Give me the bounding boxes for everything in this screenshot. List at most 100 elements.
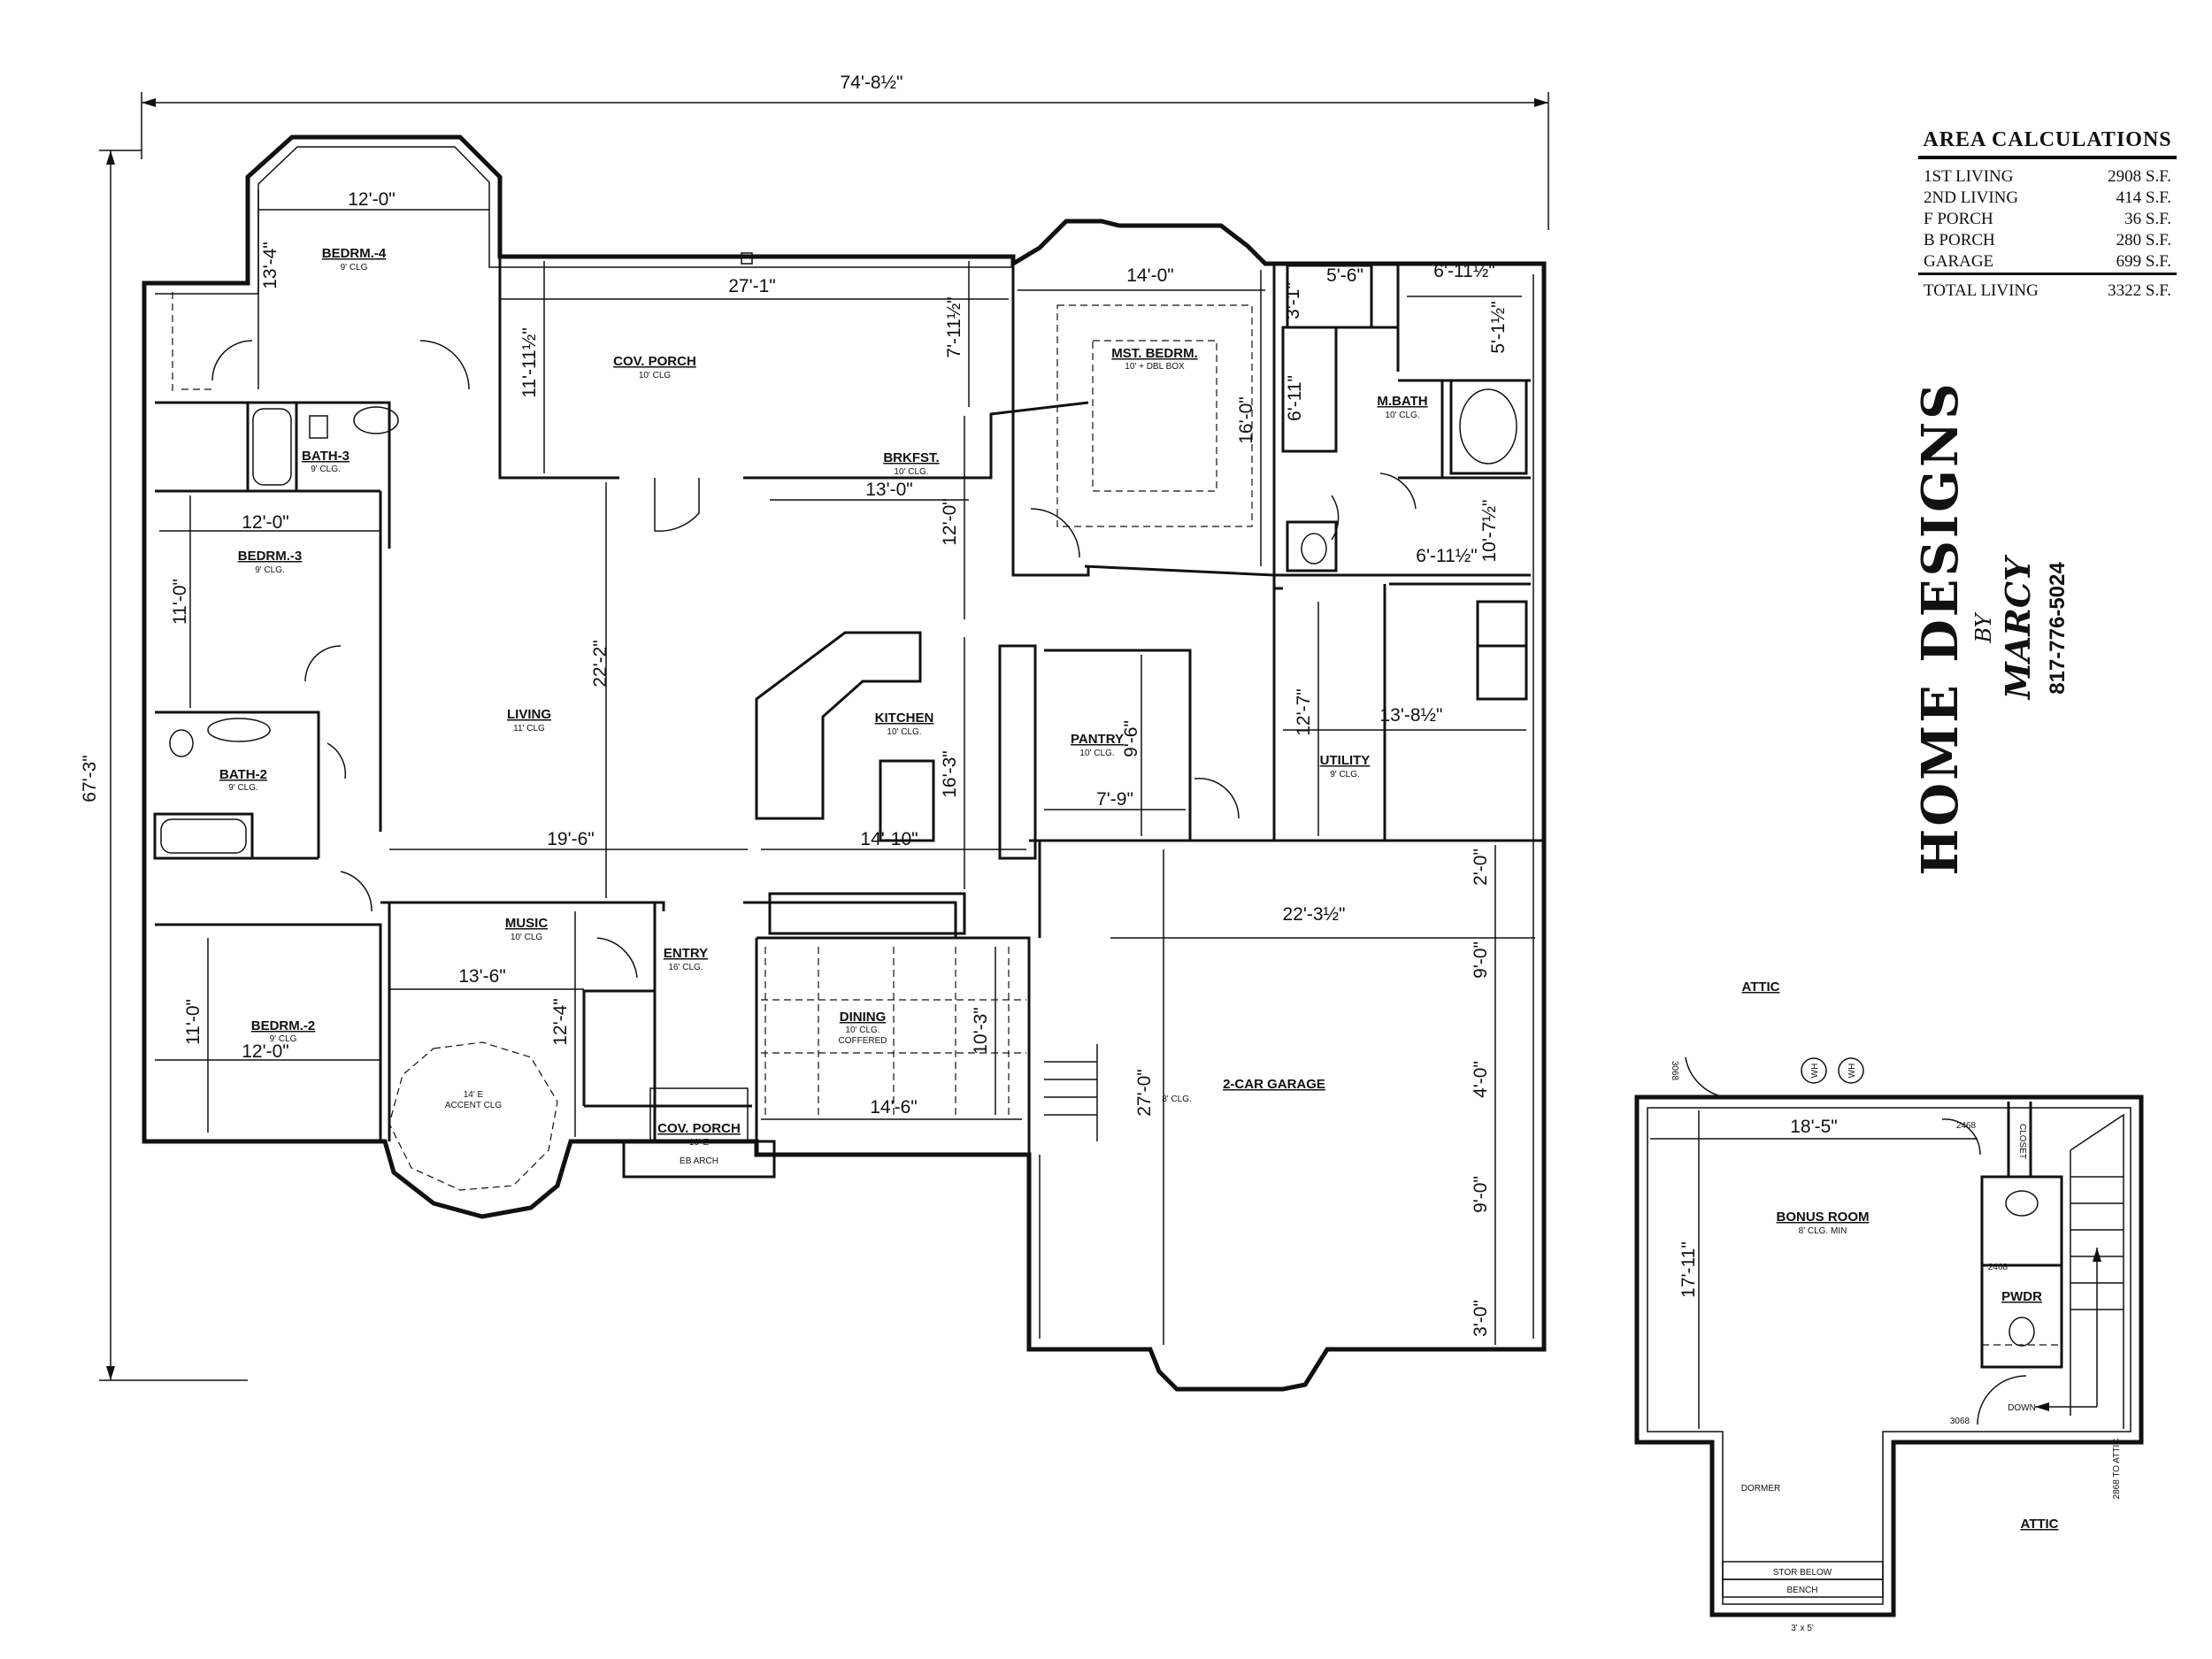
- label-bath2: BATH-2: [219, 767, 267, 782]
- dim-bedrm3-d: 11'-0": [170, 579, 190, 625]
- dim-garage-1: 2'-0": [1471, 849, 1491, 886]
- dim-bedrm4-w: 12'-0": [348, 189, 396, 210]
- bonus-2468-a: 2468: [1956, 1121, 1977, 1131]
- label-brkfst-sub: 10' CLG.: [894, 467, 928, 477]
- dim-utility-d: 12'-7": [1294, 688, 1314, 736]
- dim-mbath-b: 6'-11½": [1433, 261, 1494, 281]
- label-accent-2: ACCENT CLG: [445, 1101, 502, 1110]
- bonus-stor: STOR BELOW: [1773, 1568, 1832, 1578]
- bonus-pwdr: PWDR: [2001, 1289, 2042, 1304]
- dim-music-d: 12'-4": [550, 998, 571, 1046]
- bonus-bench: BENCH: [1786, 1586, 1817, 1595]
- label-bedrm3: BEDRM.-3: [238, 549, 303, 564]
- bonus-room-label: BONUS ROOM: [1777, 1210, 1870, 1225]
- dim-garage-4: 9'-0": [1471, 1176, 1491, 1213]
- bonus-room-labels: ATTIC ATTIC BONUS ROOM 8' CLG. MIN 18'-5…: [1650, 979, 2122, 1633]
- label-garage-sub: 8' CLG.: [1162, 1094, 1192, 1104]
- label-cov-porch-sub: 10' CLG: [639, 371, 672, 380]
- room-dimensions: 12'-0" 13'-4" 27'-1" 11'-11½" 7'-11½" 14…: [155, 189, 1535, 1345]
- label-dining-sub: 10' CLG.: [845, 1025, 879, 1035]
- dim-pantry-w: 7'-9": [1096, 789, 1133, 810]
- label-m-bath-sub: 10' CLG.: [1385, 411, 1419, 420]
- label-front-porch: COV. PORCH: [657, 1121, 741, 1136]
- dim-garage-2: 9'-0": [1471, 941, 1491, 979]
- bonus-width: 18'-5": [1790, 1117, 1838, 1137]
- label-utility: UTILITY: [1320, 753, 1371, 768]
- room-labels: BEDRM.-4 9' CLG BATH-3 9' CLG. BEDRM.-3 …: [219, 246, 1428, 1166]
- dim-porch-w: 27'-1": [728, 276, 776, 296]
- label-accent-1: 14' E: [464, 1090, 484, 1100]
- brand-by: BY: [1971, 613, 1996, 643]
- dim-bedrm2-d: 11'-0": [183, 999, 204, 1045]
- dim-bedrm2-w: 12'-0": [242, 1041, 289, 1062]
- label-kitchen-sub: 10' CLG.: [887, 727, 921, 737]
- label-dining: DINING: [840, 1010, 887, 1025]
- label-bath3-sub: 9' CLG.: [311, 465, 341, 474]
- label-bedrm3-sub: 9' CLG.: [255, 565, 285, 575]
- label-bedrm4: BEDRM.-4: [322, 246, 387, 261]
- label-kitchen: KITCHEN: [875, 710, 934, 726]
- dim-porch-d2: 7'-11½": [944, 296, 964, 357]
- brand-name: HOME DESIGNS: [1911, 380, 1970, 876]
- label-dining-sub2: COFFERED: [839, 1036, 887, 1046]
- label-music: MUSIC: [505, 916, 549, 931]
- dim-garage-w: 22'-3½": [1282, 904, 1345, 925]
- dim-garage-3: 4'-0": [1471, 1061, 1491, 1098]
- label-bath2-sub: 9' CLG.: [228, 783, 258, 793]
- bonus-to-attic: 2868 TO ATTIC: [2112, 1439, 2122, 1500]
- bonus-dormer: DORMER: [1741, 1484, 1780, 1494]
- bonus-size: 3' x 5': [1791, 1624, 1814, 1633]
- label-garage: 2-CAR GARAGE: [1223, 1077, 1325, 1092]
- label-bedrm4-sub: 9' CLG: [341, 263, 368, 273]
- label-mst-bedrm-sub: 10' + DBL BOX: [1125, 362, 1185, 372]
- dim-bedrm3-w: 12'-0": [242, 512, 289, 533]
- dim-mbath-e: 6'-11½": [1416, 546, 1477, 566]
- exterior-walls: [142, 134, 1547, 1392]
- dim-utility-w: 13'-8½": [1379, 705, 1442, 726]
- dim-mbath-d: 6'-11": [1285, 375, 1305, 421]
- bonus-depth: 17'-11": [1678, 1241, 1699, 1298]
- dim-mbath-c: 5'-1½": [1488, 301, 1509, 353]
- dim-living-d: 22'-2": [590, 640, 611, 687]
- label-pantry: PANTRY: [1071, 732, 1124, 747]
- label-mst-bedrm: MST. BEDRM.: [1111, 346, 1198, 361]
- dim-music-w: 13'-6": [458, 966, 506, 987]
- label-entry: ENTRY: [664, 946, 708, 961]
- overall-width-label: 74'-8½": [840, 73, 902, 93]
- dim-pantry-d: 9'-6": [1121, 720, 1141, 757]
- dim-mbath-f: 3'-1": [1283, 282, 1303, 319]
- label-pantry-sub: 10' CLG.: [1079, 749, 1114, 758]
- dim-garage-d: 27'-0": [1134, 1069, 1155, 1117]
- label-front-porch-sub2: EB ARCH: [680, 1156, 718, 1166]
- label-music-sub: 10' CLG: [511, 933, 543, 942]
- dim-brk-d: 12'-0": [940, 498, 960, 546]
- label-living: LIVING: [507, 707, 551, 722]
- bonus-room-sub: 8' CLG. MIN: [1799, 1226, 1847, 1236]
- bonus-wh1: WH: [1810, 1064, 1820, 1079]
- dim-dining-d: 10'-3": [971, 1007, 991, 1055]
- designer-brand: HOME DESIGNS BY MARCY 817-776-5024: [1893, 380, 2097, 876]
- brand-person: MARCY: [1998, 557, 2038, 700]
- label-utility-sub: 9' CLG.: [1330, 770, 1360, 780]
- dim-dining-w: 14'-6": [870, 1097, 918, 1118]
- dim-kitchen-d: 16'-3": [940, 750, 960, 798]
- label-bath3: BATH-3: [302, 449, 349, 464]
- bonus-room-plan: [1634, 1056, 2144, 1617]
- dim-garage-5: 3'-0": [1471, 1300, 1491, 1337]
- dim-living-w: 19'-6": [547, 829, 595, 849]
- fixtures: [153, 252, 1528, 1191]
- label-m-bath: M.BATH: [1377, 394, 1427, 409]
- dim-kitchen-w: 14'-10": [860, 829, 918, 849]
- dim-brk-w: 13'-0": [865, 480, 913, 500]
- bonus-attic-top: ATTIC: [1741, 979, 1779, 995]
- label-bedrm2-sub: 9' CLG: [270, 1034, 297, 1044]
- label-entry-sub: 16' CLG.: [668, 963, 703, 972]
- bonus-down: DOWN: [2008, 1403, 2036, 1413]
- brand-phone: 817-776-5024: [2046, 562, 2070, 695]
- bonus-2468-b: 2468: [1988, 1263, 2008, 1272]
- dim-bedrm4-d: 13'-4": [260, 242, 280, 289]
